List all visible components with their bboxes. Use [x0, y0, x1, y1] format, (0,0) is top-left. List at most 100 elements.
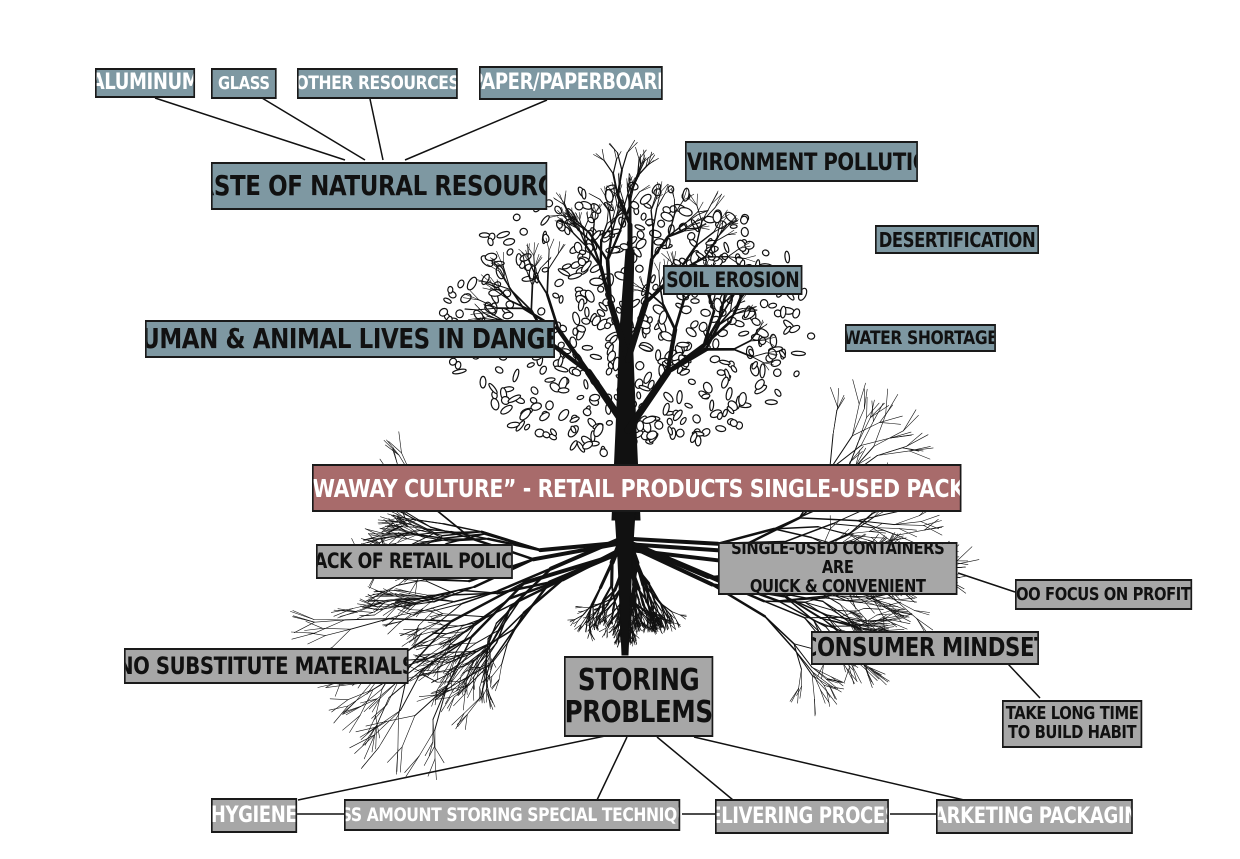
tree-root — [430, 675, 446, 684]
tree-branch — [685, 211, 698, 224]
tree-root — [439, 637, 451, 644]
tree-root — [448, 696, 455, 712]
node-environment-pollution: ENVIRONMENT POLLUTION — [685, 141, 918, 182]
tree-root — [431, 607, 444, 615]
tree-branch — [713, 223, 728, 233]
tree-root — [637, 624, 640, 632]
tree-root — [812, 671, 825, 686]
tree-root — [829, 686, 837, 700]
tree-branch — [624, 185, 631, 206]
tree-root — [890, 431, 912, 439]
tree-root — [908, 450, 931, 460]
tree-root — [355, 681, 373, 702]
tree-root — [920, 514, 940, 522]
tree-root — [649, 612, 651, 623]
tree-root — [397, 532, 409, 543]
tree-root — [871, 527, 894, 543]
tree-root — [497, 567, 553, 593]
tree-root — [385, 517, 400, 522]
tree-root — [434, 758, 437, 781]
tree-branch — [727, 256, 742, 267]
tree-root — [891, 611, 910, 618]
tree-root — [522, 550, 627, 585]
tree-root — [432, 719, 435, 748]
tree-root — [866, 396, 868, 418]
tree-root — [305, 621, 323, 629]
tree-root — [292, 616, 315, 623]
tree-root — [870, 399, 875, 418]
node-waste-natural-resources: WASTE OF NATURAL RESOURCES — [211, 162, 548, 210]
tree-leaf — [519, 408, 532, 421]
tree-root — [462, 679, 466, 695]
node-water-shortage: WATER SHORTAGE — [845, 324, 996, 352]
tree-root — [895, 600, 918, 619]
tree-root — [395, 523, 407, 532]
tree-leaf — [788, 324, 801, 334]
tree-branch — [710, 190, 719, 205]
tree-root — [847, 619, 861, 630]
tree-leaf — [709, 355, 721, 364]
tree-branch — [628, 174, 639, 197]
tree-root — [489, 627, 516, 666]
tree-root — [851, 422, 881, 437]
tree-root — [635, 586, 649, 602]
tree-root — [634, 586, 638, 605]
tree-root — [421, 635, 473, 671]
tree-leaf — [686, 232, 696, 241]
tree-root — [789, 688, 799, 702]
tree-leaf — [606, 350, 617, 363]
tree-root — [473, 650, 486, 668]
tree-branch — [574, 212, 581, 221]
tree-root — [345, 705, 362, 716]
tree-root — [434, 686, 448, 731]
tree-root — [331, 699, 349, 713]
tree-root — [384, 597, 404, 603]
tree-leaf — [540, 215, 550, 226]
tree-branch — [614, 193, 619, 211]
tree-root — [811, 674, 815, 700]
tree-branch — [478, 299, 498, 309]
tree-branch — [695, 231, 715, 247]
tree-root — [631, 620, 634, 631]
tree-root — [395, 528, 417, 536]
tree-root — [328, 705, 349, 711]
tree-root — [360, 725, 377, 740]
tree-root — [377, 535, 403, 540]
tree-branch — [713, 218, 722, 233]
tree-branch — [734, 308, 748, 315]
tree-root — [826, 678, 839, 684]
tree-branch — [499, 269, 510, 287]
tree-leaf — [663, 391, 674, 403]
tree-root — [601, 599, 604, 613]
tree-root — [365, 528, 386, 535]
tree-root — [421, 621, 441, 634]
tree-root — [871, 400, 874, 422]
tree-branch — [636, 158, 640, 177]
tree-branch — [464, 293, 480, 301]
tree-root — [380, 522, 394, 530]
tree-leaf — [507, 394, 522, 403]
tree-leaf — [589, 353, 603, 360]
tree-branch — [509, 288, 533, 312]
tree-branch — [606, 229, 622, 262]
tree-leaf — [500, 404, 513, 415]
tree-root — [412, 632, 423, 647]
tree-root — [463, 645, 491, 667]
tree-root — [398, 633, 419, 636]
tree-root — [577, 624, 582, 632]
tree-leaf — [577, 298, 585, 312]
tree-root — [472, 685, 475, 701]
tree-root — [640, 620, 650, 629]
tree-root — [385, 527, 399, 534]
tree-root — [871, 669, 890, 682]
tree-leaf — [473, 309, 484, 321]
tree-root — [633, 633, 640, 639]
tree-root — [598, 618, 601, 625]
tree-branch — [531, 267, 541, 287]
tree-root — [462, 666, 475, 674]
tree-root — [419, 621, 441, 631]
tree-branch — [655, 190, 657, 200]
node-mass-amount-storing: MASS AMOUNT STORING SPECIAL TECHNIQUES — [344, 799, 681, 831]
tree-root — [633, 624, 638, 632]
tree-branch — [718, 217, 727, 227]
